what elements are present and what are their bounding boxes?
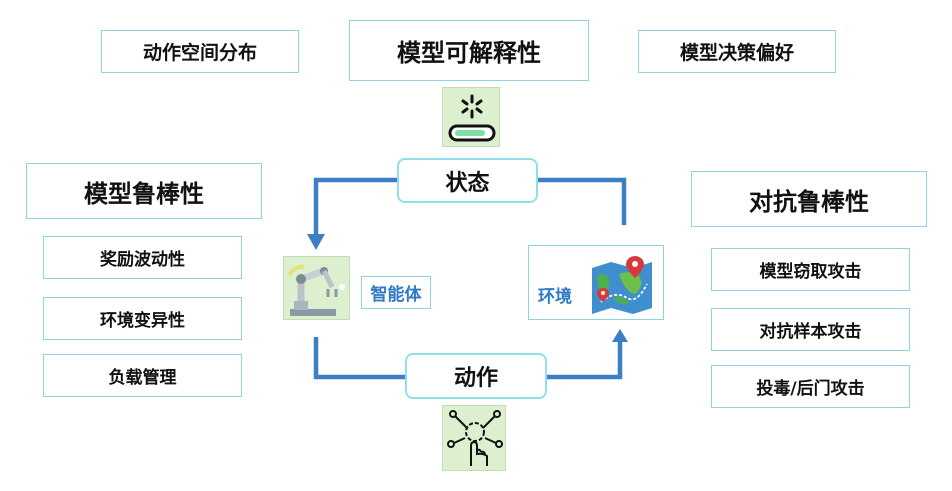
touch-gear-icon: [447, 410, 503, 466]
model-interpretability-title: 模型可解释性: [349, 20, 589, 81]
state-node: 状态: [397, 158, 538, 203]
action-space-distribution-label: 动作空间分布: [101, 30, 299, 73]
state-to-agent-line: [313, 177, 398, 238]
toggle-switch-icon: [448, 94, 496, 142]
action-icon-tile: [442, 405, 506, 471]
agent-icon-tile: [283, 256, 350, 320]
model-robustness-title: 模型鲁棒性: [26, 163, 262, 219]
map-pin-icon: [592, 256, 652, 314]
adversarial-robustness-title: 对抗鲁棒性: [691, 171, 927, 227]
right-item-model-stealing: 模型窃取攻击: [711, 248, 910, 291]
action-node: 动作: [405, 353, 547, 399]
env-to-state-line: [538, 177, 627, 225]
arrowhead-up: [612, 329, 628, 342]
model-decision-preference-label: 模型决策偏好: [638, 30, 836, 73]
environment-node-label: 环境: [538, 287, 572, 307]
agent-node-label: 智能体: [361, 276, 431, 309]
left-item-load-management: 负载管理: [43, 354, 242, 397]
agent-to-action-line: [313, 337, 406, 380]
state-icon-tile: [442, 87, 500, 147]
action-to-env-line: [547, 338, 623, 380]
right-item-poisoning-backdoor: 投毒/后门攻击: [711, 365, 910, 408]
environment-node: 环境: [528, 245, 664, 320]
left-item-environment-variability: 环境变异性: [43, 297, 242, 340]
left-item-reward-volatility: 奖励波动性: [43, 236, 242, 279]
arrowhead-down: [307, 234, 325, 250]
robot-arm-icon: [287, 264, 345, 316]
right-item-adversarial-examples: 对抗样本攻击: [711, 308, 910, 351]
